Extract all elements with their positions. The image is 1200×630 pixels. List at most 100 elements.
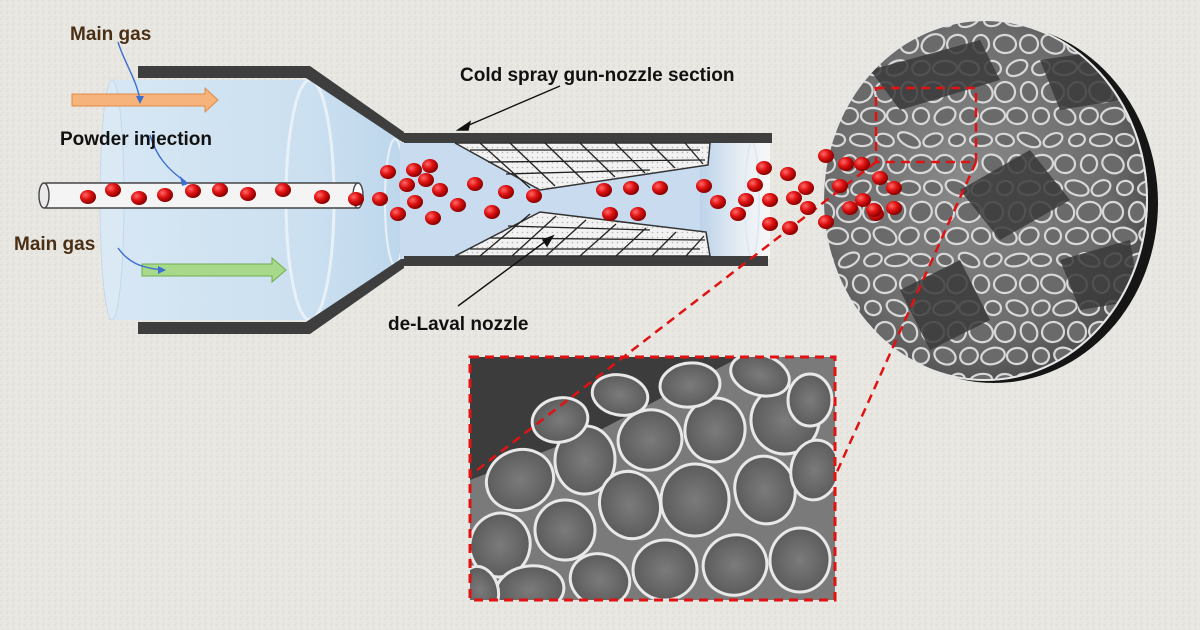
grain-cell <box>1018 226 1040 246</box>
nozzle-bottom-wall <box>404 256 768 266</box>
pointer-arrow-icon <box>457 237 551 307</box>
grain-cell <box>863 299 883 317</box>
grain-cell <box>1005 58 1029 78</box>
particle-icon <box>432 183 448 197</box>
grain-cell <box>872 226 898 246</box>
particle-icon <box>484 205 500 219</box>
grain-cell <box>885 106 909 126</box>
grain-cell <box>968 132 994 148</box>
particle-icon <box>467 177 483 191</box>
particle-icon <box>842 201 858 215</box>
grain-cell <box>768 526 832 594</box>
grain-cell <box>1068 132 1086 148</box>
particle-icon <box>422 159 438 173</box>
grain-cell <box>1053 153 1077 175</box>
particle-icon <box>602 207 618 221</box>
grain-cell <box>848 132 874 148</box>
grain-cell <box>616 408 684 472</box>
grain-cell <box>1115 179 1135 197</box>
particle-icon <box>696 179 712 193</box>
particle-icon <box>390 207 406 221</box>
grain-cell <box>530 396 590 444</box>
grain-cell <box>872 273 898 295</box>
grain-cell <box>995 132 1015 148</box>
gas-flow-arrow-icon <box>141 256 287 284</box>
particle-icon <box>782 221 798 235</box>
particle-icon <box>762 217 778 231</box>
laval-insert-bottom <box>454 211 711 257</box>
grain-cell <box>1090 226 1112 246</box>
grain-cell <box>1004 252 1030 268</box>
grain-cell <box>863 252 883 268</box>
grain-cell <box>1079 153 1099 175</box>
particle-icon <box>800 201 816 215</box>
grain-cell <box>590 373 650 417</box>
grain-cell <box>837 251 861 269</box>
grain-cell <box>923 226 943 246</box>
pointer-arrow-icon <box>461 85 561 129</box>
particle-icon <box>630 207 646 221</box>
particle-icon <box>623 181 639 195</box>
label-de-laval-nozzle: de-Laval nozzle <box>388 314 528 335</box>
grain-cell <box>911 106 931 126</box>
particle-icon <box>406 163 422 177</box>
particle-icon <box>275 183 291 197</box>
grain-cell <box>993 80 1017 104</box>
grain-cell <box>875 132 895 148</box>
particle-icon <box>418 173 434 187</box>
particle-icon <box>348 192 364 206</box>
grain-cell <box>1005 106 1029 126</box>
particle-icon <box>762 193 778 207</box>
particle-icon <box>886 181 902 195</box>
particle-icon <box>886 201 902 215</box>
grain-cell <box>983 299 1003 317</box>
nozzle-top-wall <box>404 133 772 143</box>
particle-icon <box>380 165 396 179</box>
particle-icon <box>747 178 763 192</box>
grain-cell <box>1042 131 1064 149</box>
grain-cell <box>933 153 957 175</box>
grain-cell <box>1019 80 1039 104</box>
particle-icon <box>780 167 796 181</box>
particle-icon <box>407 195 423 209</box>
grain-cell <box>1053 106 1077 126</box>
grain-cell <box>1136 179 1147 197</box>
nozzle-section <box>400 133 772 266</box>
powder-particles <box>80 149 902 235</box>
zoom-region-box <box>874 86 978 164</box>
particle-icon <box>832 179 848 193</box>
grain-cell <box>909 200 933 224</box>
grain-cell <box>957 251 981 269</box>
particle-icon <box>314 190 330 204</box>
grain-cell <box>1031 346 1051 366</box>
grain-cell <box>533 498 597 562</box>
grain-cell <box>983 20 1003 28</box>
particle-icon <box>738 193 754 207</box>
grain-cell <box>896 131 922 149</box>
grain-cell <box>1127 200 1147 224</box>
grain-cell <box>598 469 662 541</box>
grain-cell <box>1079 106 1099 126</box>
zoom-inset <box>468 355 837 602</box>
label-gun-nozzle-section: Cold spray gun-nozzle section <box>460 65 734 86</box>
particle-icon <box>157 188 173 202</box>
grain-cell <box>1101 200 1125 224</box>
label-main-gas-bottom: Main gas <box>14 234 95 255</box>
particle-icon <box>212 183 228 197</box>
grain-cell <box>1016 131 1042 149</box>
particle-icon <box>854 157 870 171</box>
grain-cell <box>885 298 909 318</box>
grain-cell <box>936 252 954 268</box>
particle-icon <box>105 183 121 197</box>
grain-cell <box>1019 321 1039 343</box>
grain-cell <box>859 106 887 126</box>
particle-icon <box>838 157 854 171</box>
grain-cell <box>658 361 722 409</box>
grain-cell <box>1031 299 1051 317</box>
grain-cell <box>1101 153 1125 175</box>
grain-cell <box>958 106 980 126</box>
grain-cell <box>789 438 835 502</box>
particle-icon <box>818 215 834 229</box>
particle-icon <box>818 149 834 163</box>
grain-cell <box>850 226 872 246</box>
